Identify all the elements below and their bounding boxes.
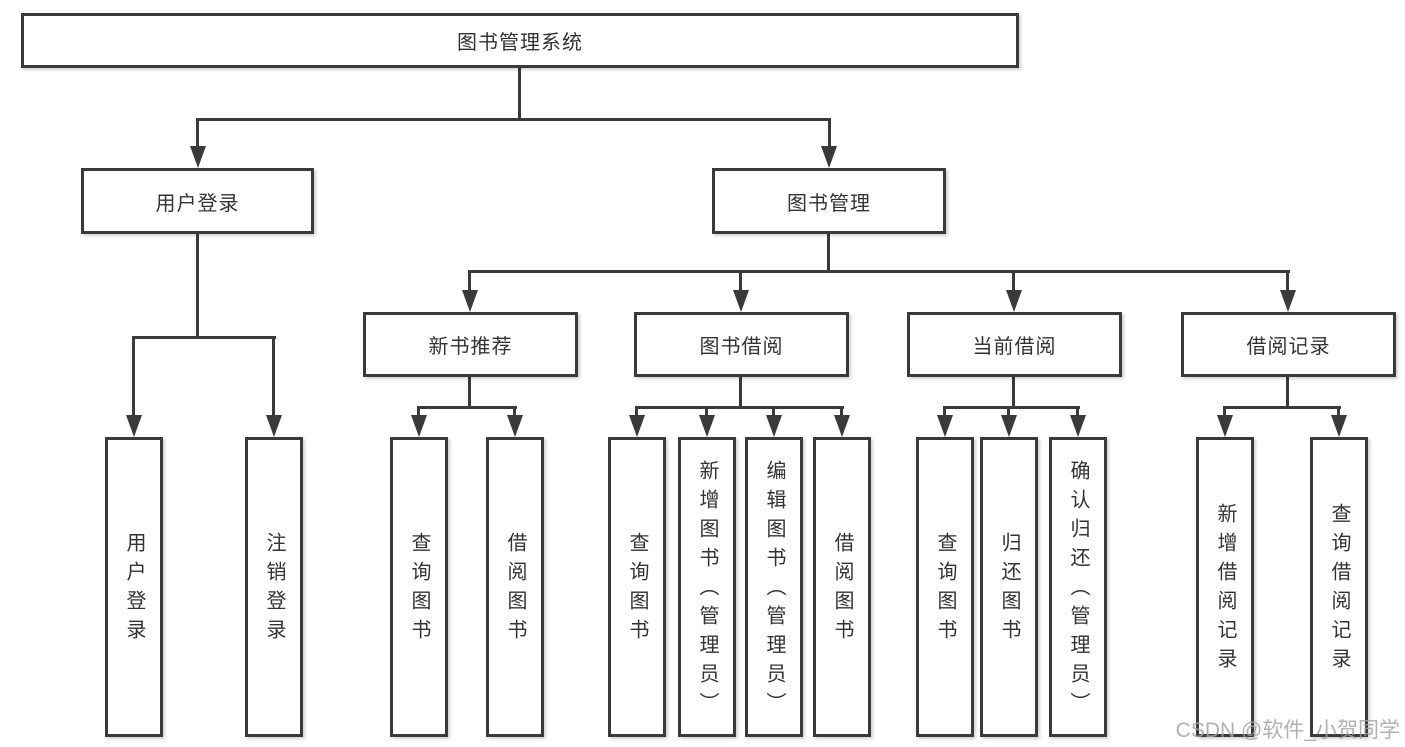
node-leaf-add-borrow-record: 新增借阅记录 (1196, 437, 1254, 737)
connector-current-stem (1012, 374, 1015, 408)
connector-mgmt-drop-2 (739, 270, 742, 294)
connector-root-stem (518, 66, 521, 121)
connector-newbooks-bar (417, 406, 517, 409)
node-book-borrow-label: 图书借阅 (699, 336, 784, 358)
connector-mgmt-drop-3 (1012, 270, 1015, 294)
connector-borrow-stem (739, 374, 742, 408)
connector-borrow-drop-2 (705, 406, 708, 418)
arrow-down-icon (126, 415, 142, 437)
connector-current-bar (943, 406, 1080, 409)
arrow-down-icon (699, 415, 715, 437)
connector-borrow-drop-4 (840, 406, 843, 418)
node-leaf-user-login: 用户登录 (105, 437, 163, 737)
node-leaf-logout: 注销登录 (245, 437, 303, 737)
connector-root-drop-left (196, 118, 199, 152)
connector-newbooks-drop-2 (513, 406, 516, 418)
node-new-book-recommend: 新书推荐 (363, 312, 578, 377)
node-book-management-label: 图书管理 (787, 192, 871, 215)
node-root: 图书管理系统 (21, 13, 1019, 68)
arrow-down-icon (1070, 415, 1086, 437)
connector-mgmt-drop-4 (1286, 270, 1289, 294)
arrow-down-icon (266, 415, 282, 437)
arrow-down-icon (629, 415, 645, 437)
connector-current-drop-1 (943, 406, 946, 418)
arrow-down-icon (411, 415, 427, 437)
node-user-login-label: 用户登录 (155, 192, 240, 215)
node-leaf-add-books-admin: 新增图书（管理员） (678, 437, 736, 737)
connector-records-stem (1286, 374, 1289, 408)
connector-login-drop-2 (272, 336, 275, 418)
csdn-watermark: CSDN @软件_小贺同学 (1175, 719, 1400, 742)
node-leaf-borrow-books: 借阅图书 (486, 437, 544, 737)
connector-current-drop-2 (1007, 406, 1010, 418)
node-leaf-return-books: 归还图书 (980, 437, 1038, 737)
node-leaf-borrow-books-2: 借阅图书 (813, 437, 871, 737)
node-borrow-records: 借阅记录 (1181, 312, 1396, 377)
arrow-down-icon (766, 415, 782, 437)
node-root-label: 图书管理系统 (457, 32, 583, 54)
connector-login-bar (132, 336, 276, 339)
node-leaf-query-borrow-record: 查询借阅记录 (1310, 437, 1368, 737)
node-leaf-confirm-return-admin: 确认归还（管理员） (1049, 437, 1107, 737)
connector-mgmt-stem (827, 232, 830, 273)
connector-login-drop-1 (132, 336, 135, 418)
node-user-login: 用户登录 (81, 168, 314, 234)
connector-borrow-drop-3 (772, 406, 775, 418)
node-new-book-recommend-label: 新书推荐 (428, 336, 513, 358)
connector-records-drop-2 (1337, 406, 1340, 418)
arrow-down-icon (1331, 415, 1347, 437)
node-leaf-query-books: 查询图书 (390, 437, 448, 737)
arrow-down-icon (937, 415, 953, 437)
node-borrow-records-label: 借阅记录 (1246, 336, 1331, 358)
node-leaf-query-books-2: 查询图书 (608, 437, 666, 737)
arrow-down-icon (834, 415, 850, 437)
node-leaf-edit-books-admin: 编辑图书（管理员） (745, 437, 803, 737)
arrow-down-icon (1217, 415, 1233, 437)
connector-root-bar (196, 118, 831, 121)
arrow-down-icon (821, 146, 837, 168)
connector-newbooks-stem (468, 374, 471, 408)
node-current-borrow-label: 当前借阅 (972, 336, 1057, 358)
connector-records-bar (1223, 406, 1341, 409)
connector-borrow-bar (635, 406, 844, 409)
node-book-borrow: 图书借阅 (634, 312, 849, 377)
connector-root-drop-right (828, 118, 831, 152)
node-current-borrow: 当前借阅 (907, 312, 1122, 377)
arrow-down-icon (1006, 290, 1022, 312)
connector-borrow-drop-1 (635, 406, 638, 418)
connector-login-stem (196, 232, 199, 338)
connector-current-drop-3 (1076, 406, 1079, 418)
connector-mgmt-bar (468, 270, 1290, 273)
arrow-down-icon (733, 290, 749, 312)
arrow-down-icon (507, 415, 523, 437)
arrow-down-icon (1001, 415, 1017, 437)
arrow-down-icon (190, 146, 206, 168)
connector-mgmt-drop-1 (468, 270, 471, 294)
node-book-management: 图书管理 (712, 168, 946, 234)
node-leaf-query-books-3: 查询图书 (916, 437, 974, 737)
connector-newbooks-drop-1 (417, 406, 420, 418)
arrow-down-icon (1280, 290, 1296, 312)
connector-records-drop-1 (1223, 406, 1226, 418)
arrow-down-icon (462, 290, 478, 312)
